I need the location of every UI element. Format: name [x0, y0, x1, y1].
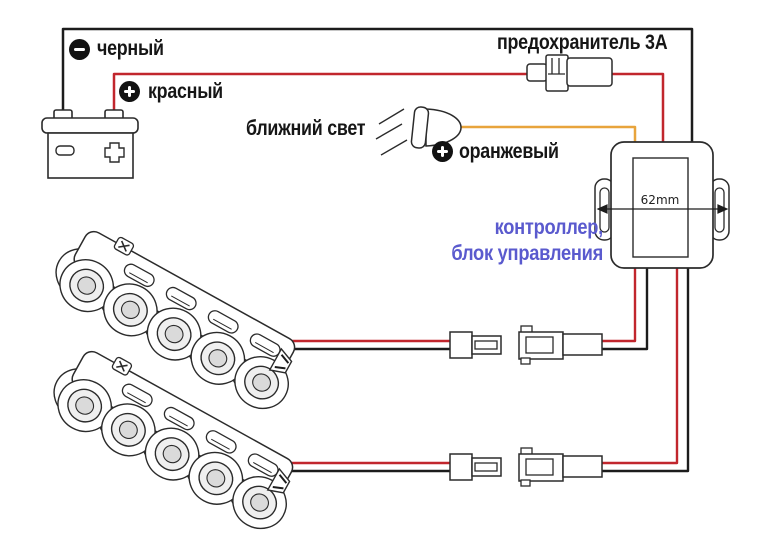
orange-wire-lowbeam-to-controller	[459, 125, 637, 143]
battery-minus-mark	[55, 145, 75, 156]
upper-controller-black-wire	[600, 267, 649, 351]
label-black-wire: черный	[97, 37, 164, 60]
black-wire-battery-to-controller	[61, 27, 694, 143]
controller-box	[594, 141, 730, 269]
upper-controller-red-wire	[600, 267, 637, 343]
red-wire-battery-to-controller	[112, 72, 665, 143]
minus-glyph	[74, 47, 85, 52]
connector-pair-lower	[449, 447, 603, 487]
label-fuse: предохранитель 3А	[497, 31, 668, 54]
controller-inner-plate	[632, 157, 689, 258]
dimension-arrow	[596, 204, 729, 214]
battery-icon	[41, 109, 139, 179]
battery-plus-mark	[104, 142, 125, 163]
light-rays-icon	[375, 108, 408, 156]
fuse-holder-icon	[526, 54, 613, 92]
label-red-wire: красный	[148, 80, 223, 103]
plus-badge-orange-icon	[432, 141, 453, 162]
controller-caption-line1: контроллер,	[494, 216, 604, 239]
lower-controller-red-wire	[600, 267, 679, 465]
plus-badge-red-icon	[119, 81, 140, 102]
label-low-beam: ближний свет	[246, 117, 366, 140]
lower-controller-black-wire	[600, 267, 690, 473]
controller-caption: контроллер, блок управления	[438, 215, 603, 267]
controller-caption-line2: блок управления	[451, 242, 603, 265]
minus-badge-icon	[69, 39, 90, 60]
label-controller-width: 62mm	[640, 193, 680, 207]
plus-glyph-v	[440, 146, 445, 157]
battery-lid	[41, 117, 139, 134]
bulb-flange	[410, 106, 430, 149]
label-orange-wire: оранжевый	[459, 140, 559, 163]
plus-glyph-v	[127, 86, 132, 97]
connector-pair-upper	[449, 325, 603, 365]
